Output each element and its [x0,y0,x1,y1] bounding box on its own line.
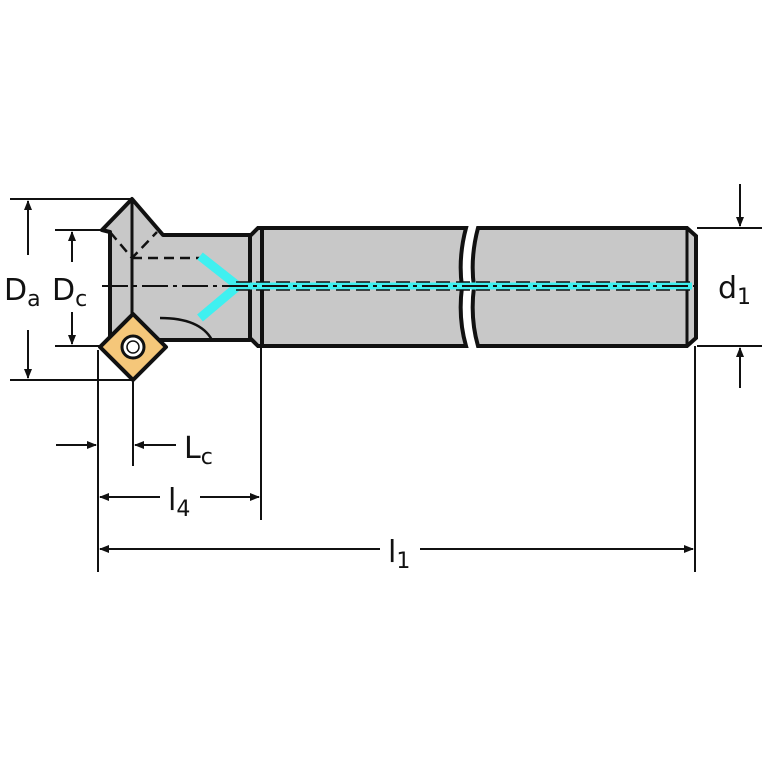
label-l4: l4 [168,483,190,522]
label-Da: Da [4,273,41,312]
label-Dc: Dc [52,273,87,312]
label-l1: l1 [388,535,410,574]
label-d1: d1 [718,271,751,310]
label-Lc: Lc [184,431,213,470]
cutter-head [100,197,252,342]
extension-lines [10,198,762,572]
insert [98,312,168,382]
dimension-lines [24,184,744,553]
